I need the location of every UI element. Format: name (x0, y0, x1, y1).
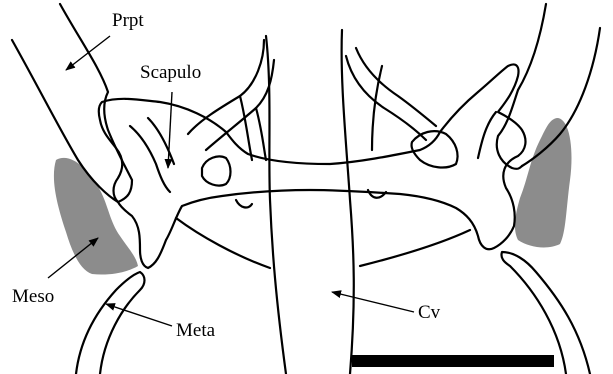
scapular-fenestra-left-loop (202, 156, 231, 185)
label-meta: Meta (176, 320, 216, 341)
label-prpt: Prpt (112, 10, 144, 31)
label-cv: Cv (418, 302, 441, 323)
upper-arch-right-inner (356, 48, 436, 126)
meso-shaded-left (54, 158, 138, 275)
upper-arch-left-bar2 (256, 108, 266, 160)
scale-bar (352, 355, 554, 367)
lower-bar-right (360, 230, 470, 266)
small-notch-left (236, 200, 252, 207)
metapterygium-left (76, 272, 145, 374)
arrow-cv (332, 292, 414, 312)
arrow-prpt (66, 36, 110, 70)
meso-shaded-right (515, 118, 572, 247)
scapulocoracoid-girdle (99, 64, 526, 268)
scapular-fenestra-right (478, 112, 496, 158)
upper-arch-right-outer (346, 56, 426, 140)
vertebral-column-right-edge (342, 30, 354, 374)
upper-arch-left-inner (206, 60, 274, 150)
label-scapulo: Scapulo (140, 62, 201, 83)
upper-arch-left-outer (188, 40, 264, 134)
scapular-fenestra-left (130, 126, 170, 192)
lower-bar-left (176, 218, 270, 268)
label-meso: Meso (12, 286, 54, 307)
